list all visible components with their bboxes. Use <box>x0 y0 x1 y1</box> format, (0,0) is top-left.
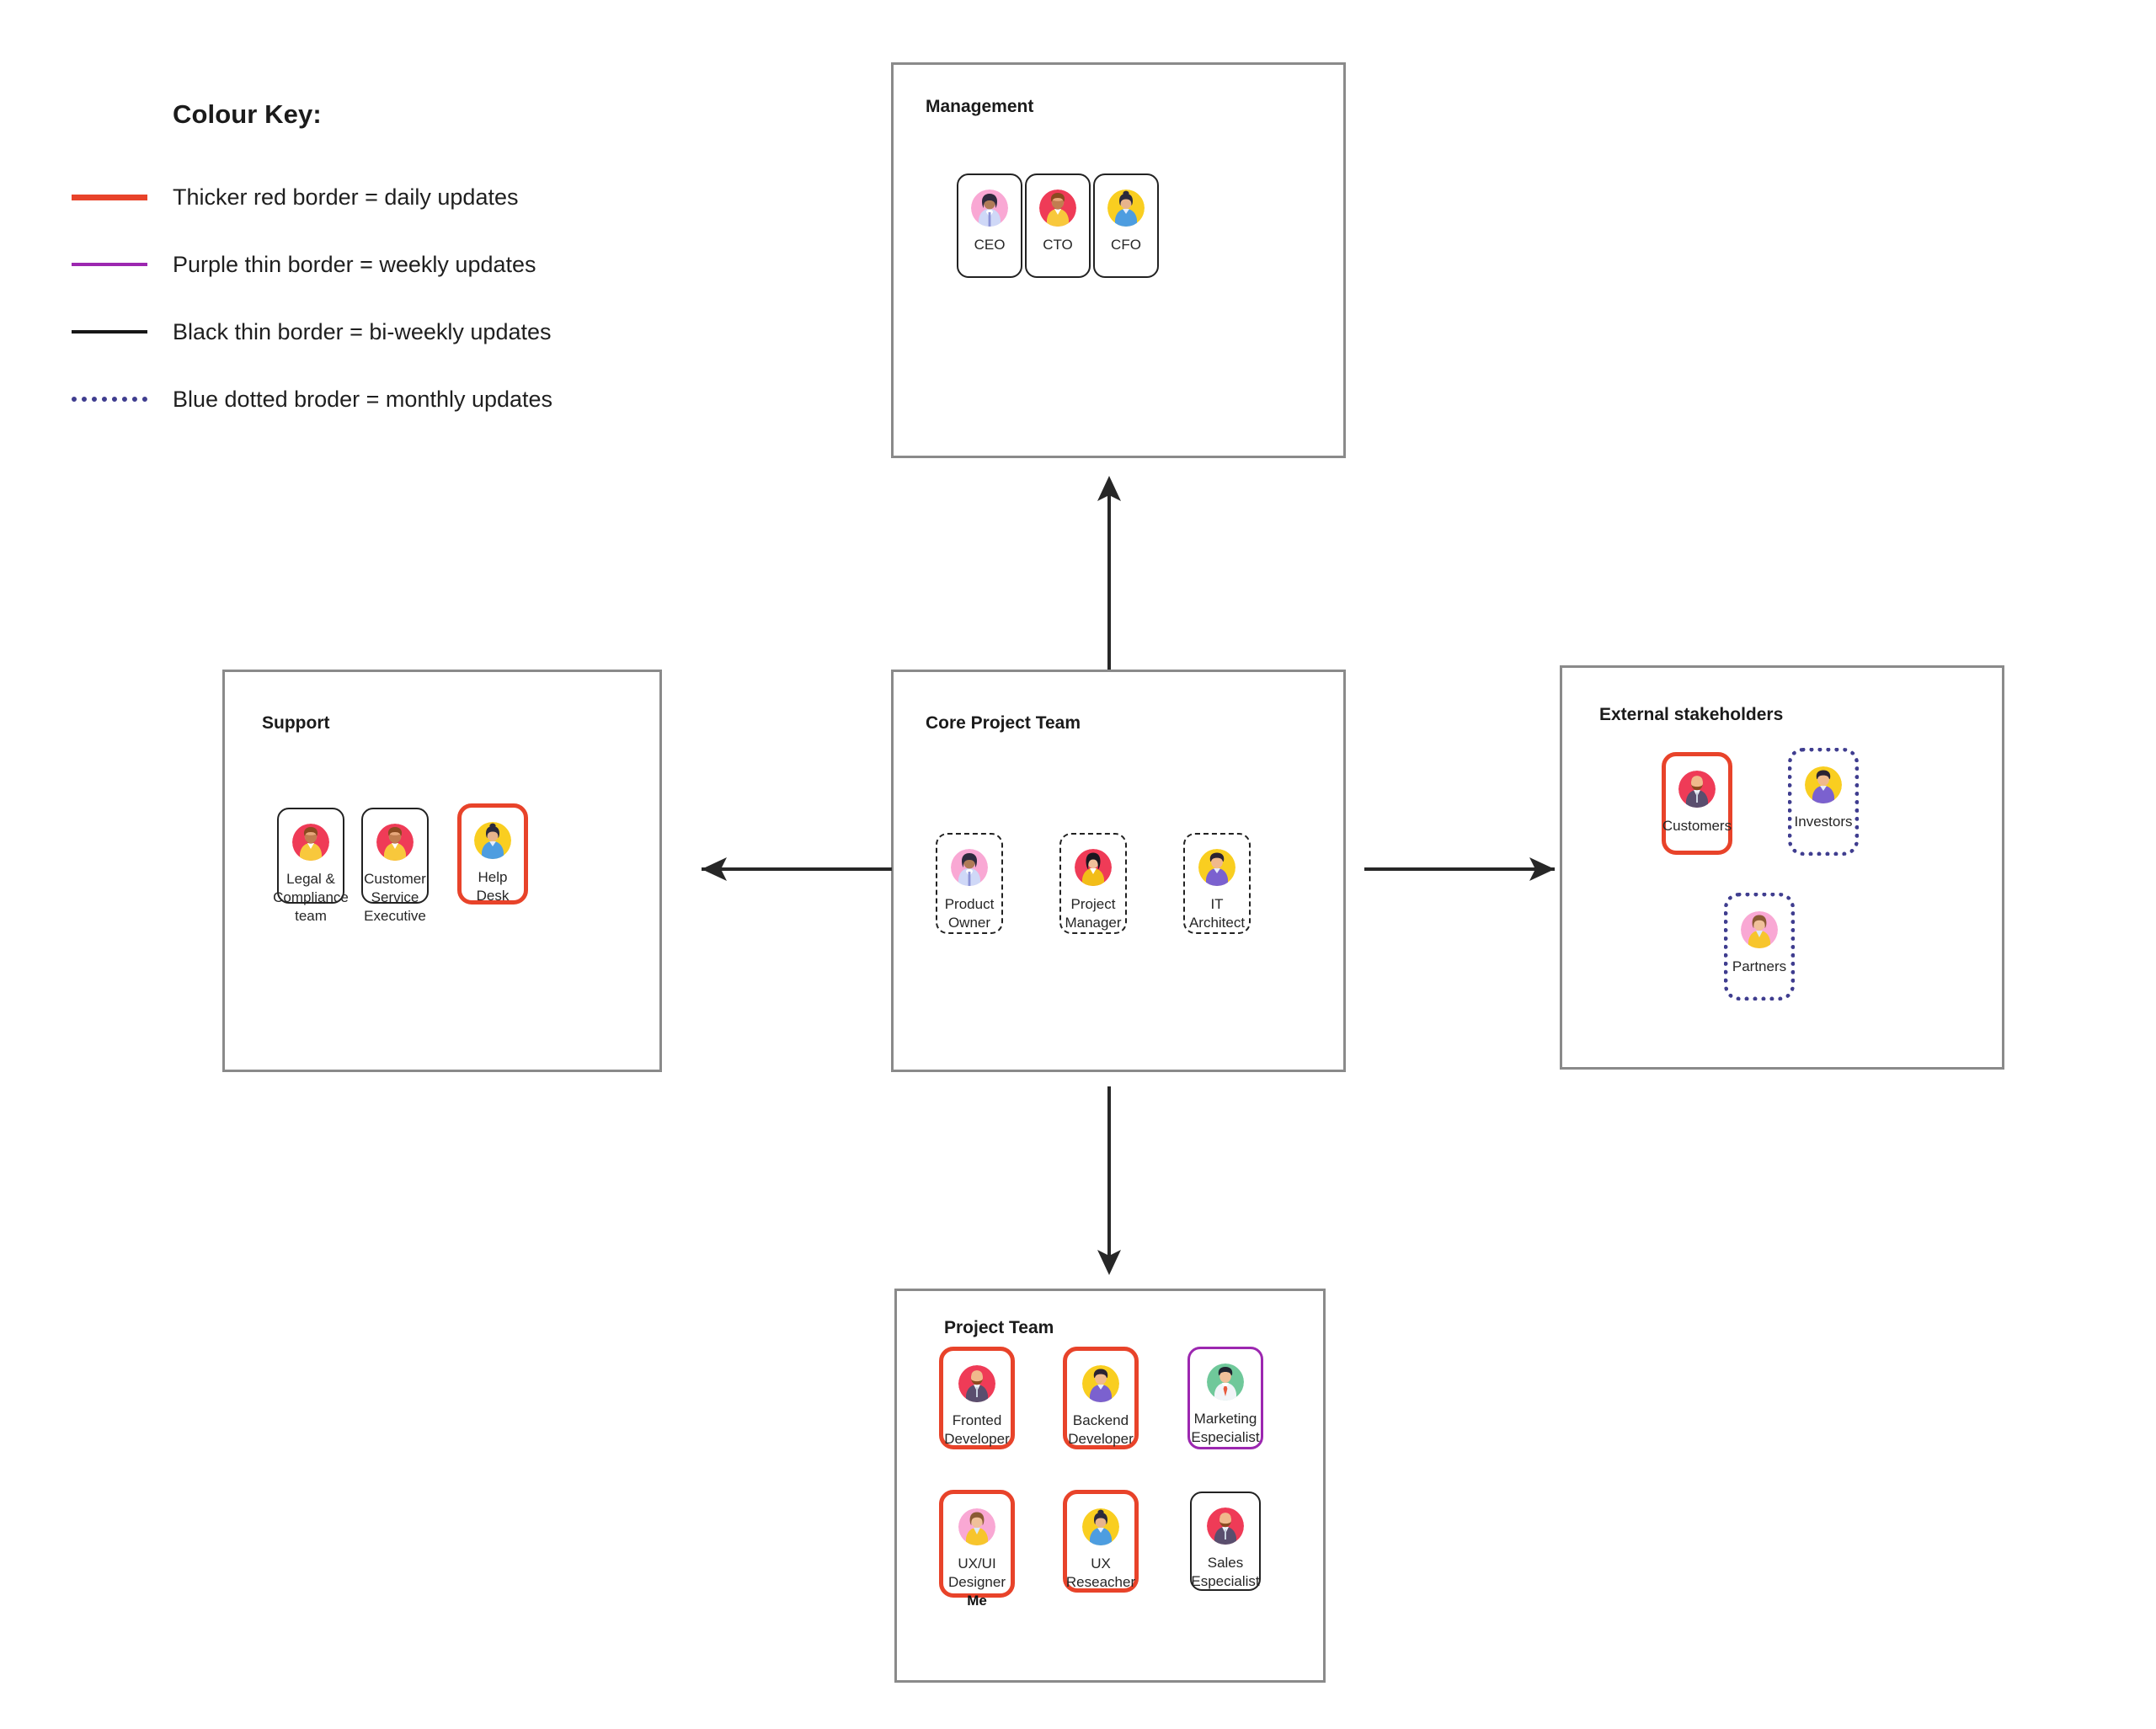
avatar-woman-bun-yellow-icon <box>1107 189 1145 227</box>
blue-dotted-line-icon <box>72 397 147 402</box>
avatar-woman-bun-yellow-icon <box>1082 1508 1119 1545</box>
avatar-man-beard-red-icon <box>1039 189 1076 227</box>
card-label: CEO <box>974 237 1006 253</box>
legend-item-monthly: Blue dotted broder = monthly updates <box>72 366 762 433</box>
card-product-owner[interactable]: Product Owner <box>936 833 1003 934</box>
legend-item-label: Purple thin border = weekly updates <box>173 251 536 277</box>
arrow-core-to-management <box>1095 476 1123 670</box>
card-legal-compliance-team[interactable]: Legal & Compliance team <box>273 808 349 924</box>
group-support-title: Support <box>262 713 330 733</box>
avatar-man-yellow-icon <box>1198 849 1235 886</box>
card-ux-researcher[interactable]: UX Reseacher <box>1063 1490 1139 1593</box>
avatar-man-yellow-icon <box>1805 766 1842 803</box>
card-project-manager[interactable]: Project Manager <box>1059 833 1127 934</box>
arrow-core-to-external <box>1364 855 1555 883</box>
card-label: Investors <box>1794 814 1853 830</box>
red-thick-line-icon <box>72 194 147 200</box>
card-customer-service-executive[interactable]: Customer Service Executive <box>361 808 429 924</box>
card-investors[interactable]: Investors <box>1788 748 1859 856</box>
card-customers[interactable]: Customers <box>1662 752 1732 855</box>
card-partners[interactable]: Partners <box>1724 893 1795 1001</box>
purple-thin-line-icon <box>72 263 147 266</box>
colour-key-legend: Colour Key: Thicker red border = daily u… <box>72 99 762 433</box>
card-label: Sales Especialist <box>1191 1555 1260 1589</box>
card-label: CFO <box>1111 237 1141 253</box>
card-label: Customers <box>1662 818 1732 834</box>
legend-item-weekly: Purple thin border = weekly updates <box>72 231 762 298</box>
group-core-project-team: Core Project Team Product Owner Project … <box>891 670 1346 1072</box>
avatar-woman-bun-yellow-icon <box>474 822 511 859</box>
card-label: UX Reseacher <box>1065 1556 1136 1590</box>
group-project-team: Project Team Fronted Developer Backend D… <box>894 1289 1326 1683</box>
card-frontend-developer[interactable]: Fronted Developer <box>939 1347 1015 1449</box>
legend-item-label: Thicker red border = daily updates <box>173 184 519 210</box>
legend-item-biweekly: Black thin border = bi-weekly updates <box>72 298 762 366</box>
arrow-core-to-project-team <box>1095 1086 1123 1275</box>
card-sales-especialist[interactable]: Sales Especialist <box>1190 1492 1261 1591</box>
group-support: Support Legal & Compliance team Customer… <box>222 670 662 1072</box>
card-uxui-designer[interactable]: UX/UI Designer Me <box>939 1490 1015 1609</box>
card-ceo[interactable]: CEO <box>957 173 1022 278</box>
card-backend-developer[interactable]: Backend Developer <box>1063 1347 1139 1449</box>
card-me-badge: Me <box>967 1592 987 1609</box>
group-external-stakeholders: External stakeholders Customers Investor… <box>1560 665 2004 1070</box>
card-label: Marketing Especialist <box>1191 1411 1260 1445</box>
avatar-woman-pink-yellow-icon <box>958 1508 995 1545</box>
card-label: UX/UI Designer <box>947 1556 1006 1590</box>
card-label: Project Manager <box>1065 896 1122 931</box>
group-core-project-team-title: Core Project Team <box>926 713 1081 733</box>
card-help-desk[interactable]: Help Desk <box>457 803 528 905</box>
arrow-core-to-support <box>702 855 892 883</box>
card-marketing-especialist[interactable]: Marketing Especialist <box>1187 1347 1263 1449</box>
legend-title: Colour Key: <box>173 99 322 129</box>
avatar-man-beard-red-icon <box>376 824 414 861</box>
group-management: Management CEO CTO CFO <box>891 62 1346 458</box>
card-label: Partners <box>1732 958 1787 974</box>
card-label: Legal & Compliance team <box>273 871 349 924</box>
card-cto[interactable]: CTO <box>1025 173 1091 278</box>
card-label: Customer Service Executive <box>364 871 426 924</box>
card-label: IT Architect <box>1188 896 1246 931</box>
avatar-woman-crimson-icon <box>1075 849 1112 886</box>
avatar-man-yellow-icon <box>1082 1365 1119 1402</box>
avatar-woman-pink-icon <box>971 189 1008 227</box>
legend-item-label: Black thin border = bi-weekly updates <box>173 318 552 344</box>
legend-item-daily: Thicker red border = daily updates <box>72 163 762 231</box>
card-label: Fronted Developer <box>944 1412 1010 1447</box>
card-label: Backend Developer <box>1068 1412 1134 1447</box>
card-cfo[interactable]: CFO <box>1093 173 1159 278</box>
black-thin-line-icon <box>72 330 147 334</box>
avatar-man-bald-red-icon <box>1207 1508 1244 1545</box>
avatar-man-bald-red-icon <box>958 1365 995 1402</box>
avatar-man-green-tie-icon <box>1207 1363 1244 1401</box>
group-project-team-title: Project Team <box>944 1318 1054 1337</box>
card-label: Help Desk <box>476 869 510 904</box>
avatar-woman-pink-yellow-icon <box>1741 911 1778 948</box>
card-it-architect[interactable]: IT Architect <box>1183 833 1251 934</box>
card-label: CTO <box>1043 237 1073 253</box>
avatar-man-beard-red-icon <box>292 824 329 861</box>
group-management-title: Management <box>926 97 1034 116</box>
avatar-woman-pink-icon <box>951 849 988 886</box>
card-label: Product Owner <box>944 896 995 931</box>
avatar-man-bald-red-icon <box>1678 771 1716 808</box>
group-external-stakeholders-title: External stakeholders <box>1599 705 1784 724</box>
legend-item-label: Blue dotted broder = monthly updates <box>173 386 553 412</box>
